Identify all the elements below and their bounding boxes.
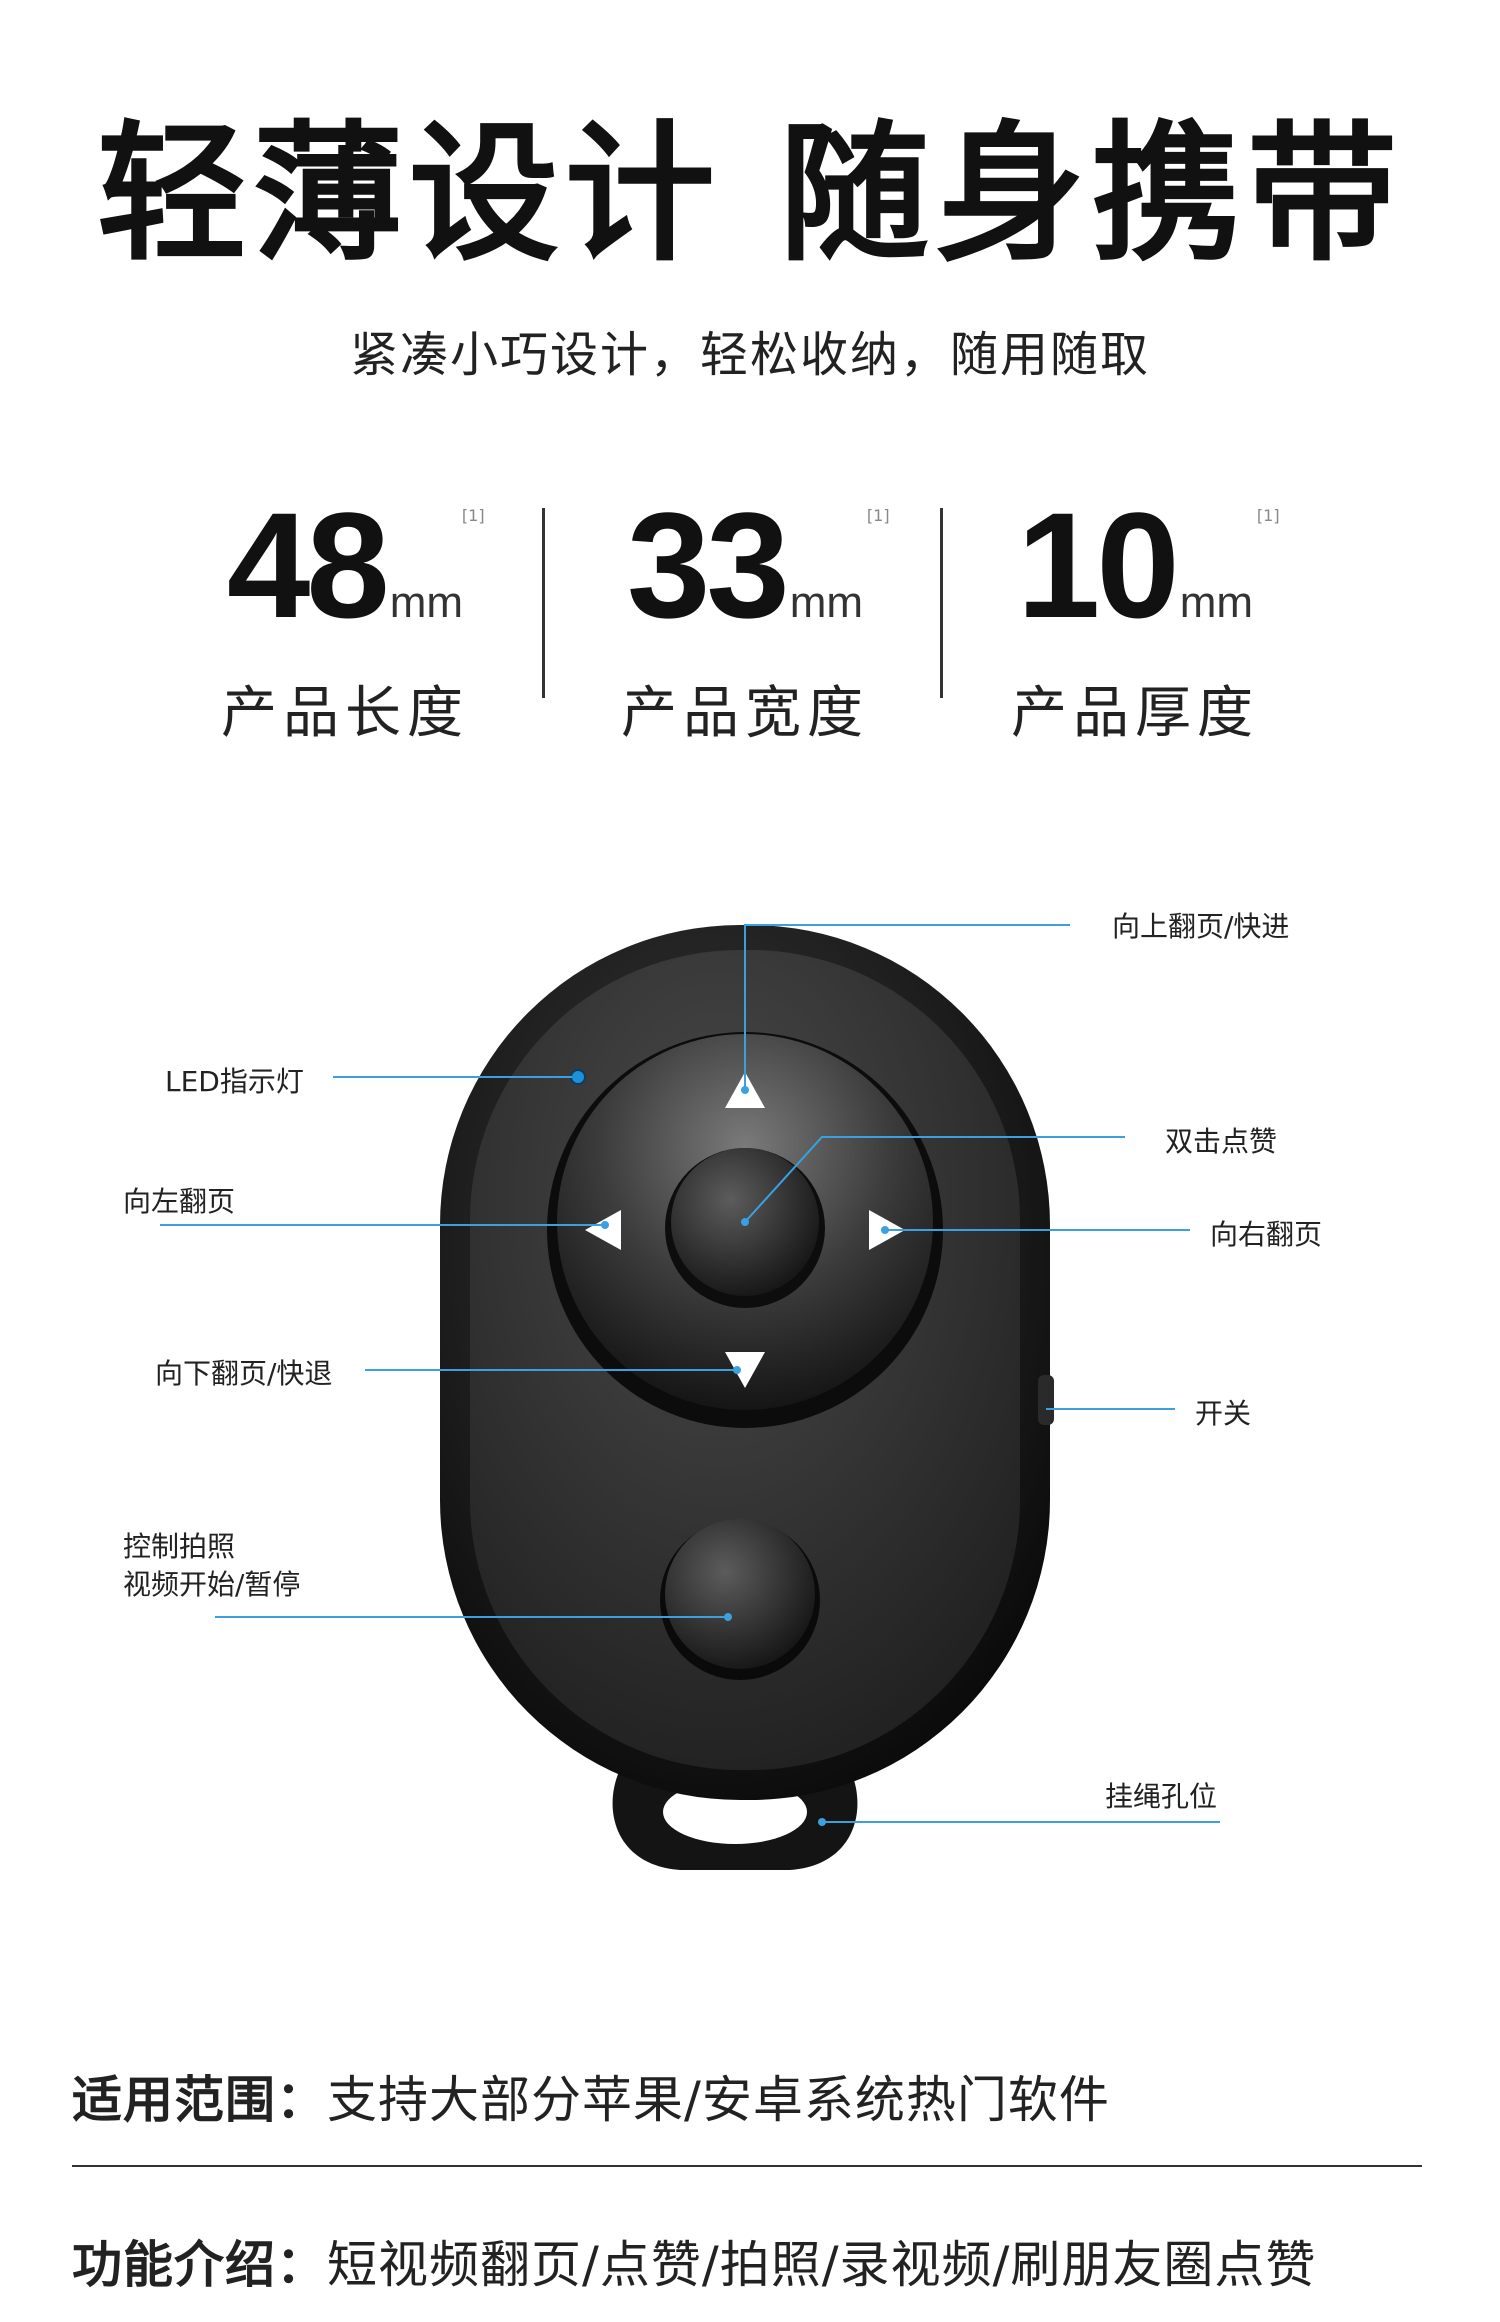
arrow-down-icon[interactable] [725, 1352, 765, 1388]
spec-length-label: 产品长度 [221, 681, 469, 746]
callout-left: 向左翻页 [123, 1185, 236, 1218]
function-value: 短视频翻页/点赞/拍照/录视频/刷朋友圈点赞 [327, 2236, 1317, 2294]
function-line: 功能介绍：短视频翻页/点赞/拍照/录视频/刷朋友圈点赞 [72, 2225, 1316, 2297]
callout-down: 向下翻页/快退 [155, 1357, 333, 1390]
led-indicator [570, 1069, 586, 1085]
page-subtitle: 紧凑小巧设计，轻松收纳，随用随取 [349, 327, 1150, 383]
spec-width: 33mm [1] 产品宽度 [555, 490, 935, 749]
scope-value: 支持大部分苹果/安卓系统热门软件 [327, 2071, 1110, 2129]
spec-length-value: 48 [226, 481, 390, 649]
page-title: 轻薄设计 随身携带 [96, 108, 1404, 282]
callout-lanyard: 挂绳孔位 [1105, 1780, 1218, 1813]
spec-thickness-unit: mm [1179, 578, 1254, 627]
scope-line: 适用范围：支持大部分苹果/安卓系统热门软件 [72, 2060, 1110, 2132]
spec-thickness-note: [1] [1256, 506, 1280, 525]
spec-thickness-label: 产品厚度 [1011, 681, 1259, 746]
arrow-left-icon[interactable] [585, 1210, 621, 1250]
callout-line-like [744, 1136, 1125, 1223]
callout-power: 开关 [1195, 1397, 1252, 1430]
spec-width-value: 33 [626, 481, 790, 649]
shutter-button[interactable] [665, 1519, 815, 1669]
spec-divider [542, 508, 545, 698]
spec-length-unit: mm [389, 578, 464, 627]
spec-width-note: [1] [866, 506, 890, 525]
power-switch[interactable] [1038, 1375, 1054, 1425]
function-key: 功能介绍： [72, 2236, 327, 2294]
callout-lines [160, 924, 1220, 1823]
callout-like: 双击点赞 [1165, 1125, 1278, 1158]
spec-length-note: [1] [461, 506, 485, 525]
callout-shutter-line1: 控制拍照 [123, 1530, 236, 1563]
callout-right: 向右翻页 [1210, 1218, 1323, 1251]
callout-shutter-line2: 视频开始/暂停 [123, 1568, 301, 1601]
callout-up: 向上翻页/快进 [1112, 910, 1290, 943]
callout-line-up [744, 924, 1070, 1090]
callout-shutter: 控制拍照 视频开始/暂停 [123, 1528, 300, 1604]
spec-thickness-value: 10 [1016, 481, 1180, 649]
spec-width-unit: mm [789, 578, 864, 627]
spec-divider [940, 508, 943, 698]
footer-divider [72, 2165, 1422, 2167]
scope-key: 适用范围： [72, 2071, 327, 2129]
spec-width-label: 产品宽度 [621, 681, 869, 746]
spec-thickness: 10mm [1] 产品厚度 [945, 490, 1325, 749]
callout-dots [601, 1086, 889, 1826]
spec-length: 48mm [1] 产品长度 [155, 490, 535, 749]
callout-led: LED指示灯 [165, 1065, 304, 1098]
